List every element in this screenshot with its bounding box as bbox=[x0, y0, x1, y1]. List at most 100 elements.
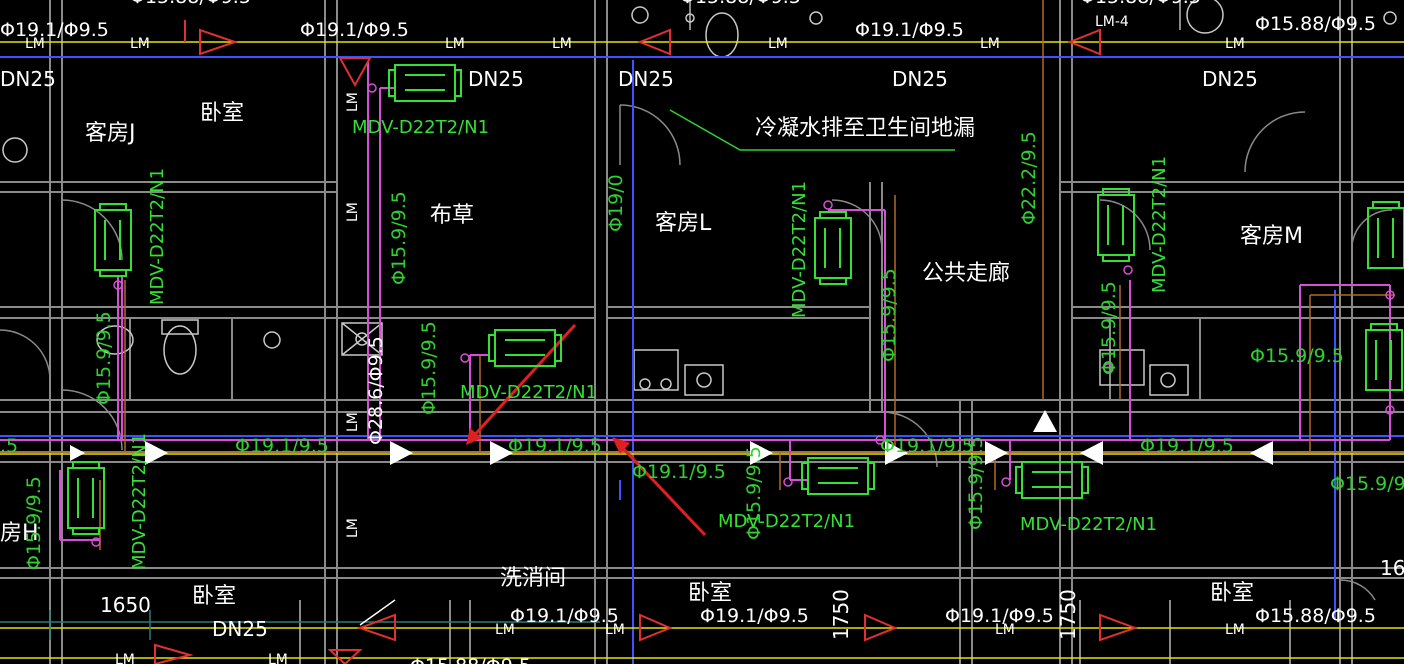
room-bedroom-4: 卧室 bbox=[1210, 581, 1254, 606]
pipe-size-label-bottom-partial: Φ15.88/Φ9.5 bbox=[410, 655, 531, 664]
lm-label: LM bbox=[552, 36, 572, 52]
lm4-label: LM-4 bbox=[1095, 14, 1129, 30]
pipe-size-label: Φ22.2/9.5 bbox=[1018, 131, 1040, 225]
indoor-unit-7 bbox=[1365, 323, 1403, 391]
unit-model-label: MDV-D22T2/N1 bbox=[1149, 156, 1170, 293]
lm-label: LM bbox=[605, 622, 625, 638]
pipe-size-label: Φ19.1/9.5 bbox=[508, 435, 602, 457]
unit-model-label: MDV-D22T2/N1 bbox=[1020, 514, 1157, 535]
lm-label: LM bbox=[345, 92, 361, 112]
indoor-unit-10 bbox=[1015, 461, 1089, 499]
lm-label: LM bbox=[1225, 622, 1245, 638]
pipe-size-label: Φ15.9/9.5 bbox=[93, 311, 115, 405]
pipe-size-label: Φ19/0 bbox=[605, 174, 627, 232]
pipe-size-label: Φ19.1/9.5 bbox=[1140, 435, 1234, 457]
pipe-size-label: Φ15.9/9.5 bbox=[1250, 345, 1344, 367]
lm-label: LM bbox=[768, 36, 788, 52]
pipe-size-label: Φ15.88/Φ9.5 bbox=[1255, 605, 1376, 627]
lm-labels: LM LM LM LM LM LM LM LM-4 LM LM LM LM LM… bbox=[25, 14, 1245, 664]
room-guest-j: 客房J bbox=[85, 121, 136, 146]
dim-165-partial: 165 bbox=[1380, 556, 1404, 580]
sanitary-fixtures bbox=[2, 0, 1397, 396]
pipe-size-label: Φ19.1/Φ9.5 bbox=[855, 19, 964, 41]
dn25-label: DN25 bbox=[212, 617, 268, 641]
lm-label: LM bbox=[25, 36, 45, 52]
indoor-unit-4 bbox=[814, 211, 852, 285]
indoor-unit-5 bbox=[1097, 188, 1135, 262]
dim-1750: 1750 bbox=[1056, 589, 1080, 640]
lm-label: LM bbox=[268, 652, 288, 664]
unit-model-label: MDV-D22T2/N1 bbox=[460, 382, 597, 403]
dn25-label: DN25 bbox=[618, 67, 674, 91]
lm-label: LM bbox=[345, 202, 361, 222]
pipe-size-label: Φ15.9/9.5 bbox=[878, 268, 900, 362]
pipe-fittings bbox=[91, 83, 1395, 547]
pipe-size-label: Φ19.1/Φ9.5 bbox=[510, 605, 619, 627]
brown-drain-lines bbox=[0, 0, 1404, 550]
pipe-size-label: Φ19.1/Φ9.5 bbox=[300, 19, 409, 41]
pipe-size-label: Φ15.9/9.5 bbox=[388, 191, 410, 285]
pipe-size-label: Φ19.1/Φ9.5 bbox=[0, 19, 109, 41]
indoor-units bbox=[67, 64, 1404, 535]
pipe-size-label: Φ15.9/9.5 bbox=[1330, 473, 1404, 495]
lm-label: LM bbox=[445, 36, 465, 52]
unit-model-label: MDV-D22T2/N1 bbox=[789, 181, 810, 318]
dn-labels: DN25 DN25 DN25 DN25 DN25 DN25 1650 165 1… bbox=[0, 67, 1404, 641]
lm-lines-yellow bbox=[0, 41, 1404, 659]
indoor-unit-8 bbox=[67, 461, 105, 535]
lm-label: LM bbox=[115, 652, 135, 664]
lm-label: LM bbox=[130, 36, 150, 52]
pipe-size-label-top-partial: Φ15.88/Φ9.5 bbox=[1080, 0, 1201, 8]
pipe-size-label: Φ19.1/Φ9.5 bbox=[945, 605, 1054, 627]
unit-model-label: MDV-D22T2/N1 bbox=[718, 511, 855, 532]
dn25-label: DN25 bbox=[0, 67, 56, 91]
condensate-note: 冷凝水排至卫生间地漏 bbox=[755, 116, 975, 141]
dn25-label: DN25 bbox=[1202, 67, 1258, 91]
indoor-unit-9 bbox=[801, 457, 875, 495]
leader-lines bbox=[359, 109, 955, 626]
pipe-size-label-top-partial: Φ15.88/Φ9.5 bbox=[680, 0, 801, 8]
indoor-unit-2 bbox=[94, 203, 132, 277]
unit-model-label: MDV-D22T2/N1 bbox=[129, 433, 150, 570]
pipe-size-label-partial: .5 bbox=[0, 435, 18, 457]
lm-label: LM bbox=[345, 518, 361, 538]
dim-1750: 1750 bbox=[829, 589, 853, 640]
pipe-size-label: Φ28.6/Φ9.5 bbox=[365, 336, 387, 445]
lm-label: LM bbox=[345, 412, 361, 432]
room-guest-h-partial: 房H bbox=[0, 521, 39, 546]
flow-arrows bbox=[70, 410, 1273, 465]
red-arrows bbox=[466, 323, 707, 537]
room-bedroom-1: 卧室 bbox=[200, 101, 244, 126]
pipe-size-label: Φ15.9/9.5 bbox=[418, 321, 440, 415]
room-guest-l: 客房L bbox=[655, 211, 712, 236]
pipe-size-label: Φ15.9/9.5 bbox=[743, 446, 765, 540]
dn25-label: DN25 bbox=[468, 67, 524, 91]
pipe-size-label: Φ15.88/Φ9.5 bbox=[1255, 13, 1376, 35]
room-bedroom-2: 卧室 bbox=[192, 584, 236, 609]
room-linen: 布草 bbox=[430, 203, 474, 228]
dim-1650: 1650 bbox=[100, 593, 151, 617]
room-corridor: 公共走廊 bbox=[922, 261, 1010, 286]
valves bbox=[154, 20, 1138, 664]
lm-label: LM bbox=[980, 36, 1000, 52]
lm-label: LM bbox=[995, 622, 1015, 638]
pipe-size-label: Φ15.9/9.5 bbox=[23, 476, 45, 570]
pipe-size-label: Φ19.1/9.5 bbox=[880, 435, 974, 457]
unit-model-label: MDV-D22T2/N1 bbox=[147, 168, 168, 305]
indoor-unit-6 bbox=[1367, 201, 1404, 269]
room-guest-m: 客房M bbox=[1240, 224, 1303, 249]
unit-model-label: MDV-D22T2/N1 bbox=[352, 117, 489, 138]
lm-label: LM bbox=[1225, 36, 1245, 52]
room-labels: 客房J 卧室 布草 客房L 公共走廊 客房M 洗消间 卧室 卧室 卧室 房H 冷… bbox=[0, 101, 1303, 609]
pipe-size-label-top-partial: Φ15.88/Φ9.5 bbox=[130, 0, 251, 8]
pipe-size-label: Φ19.1/9.5 bbox=[632, 461, 726, 483]
indoor-unit-1 bbox=[388, 64, 462, 102]
aux-lines bbox=[0, 610, 600, 640]
pipe-size-label: Φ15.9/9.5 bbox=[965, 436, 987, 530]
room-disinfection: 洗消间 bbox=[500, 566, 566, 591]
indoor-unit-3 bbox=[488, 329, 562, 367]
dn25-label: DN25 bbox=[892, 67, 948, 91]
lm-label: LM bbox=[495, 622, 515, 638]
